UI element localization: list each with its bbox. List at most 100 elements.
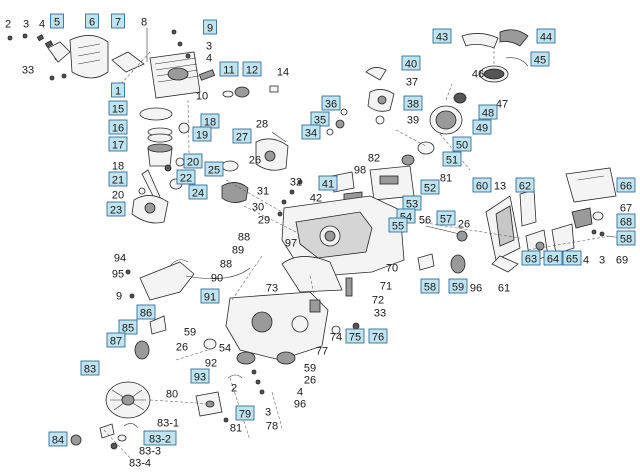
callout-box bbox=[232, 128, 252, 144]
callout-38: 38 bbox=[403, 95, 423, 111]
callout-label: 26 bbox=[249, 155, 261, 167]
callout-label: 63 bbox=[525, 254, 537, 266]
callout-label: 81 bbox=[230, 423, 242, 435]
callout-36: 36 bbox=[321, 95, 341, 111]
callout-label: 50 bbox=[456, 140, 468, 152]
callout-label: 18 bbox=[204, 117, 216, 129]
callout-box bbox=[442, 151, 462, 167]
callout-label: 92 bbox=[205, 358, 217, 370]
callout-label: 83 bbox=[84, 364, 96, 376]
callout-83-3: 83-3 bbox=[139, 446, 161, 458]
callout-label: 95 bbox=[112, 269, 124, 281]
callout-box bbox=[136, 304, 156, 320]
callout-label: 9 bbox=[116, 291, 122, 303]
callout-62: 62 bbox=[515, 177, 535, 193]
callout-68: 68 bbox=[616, 213, 636, 229]
callout-label: 15 bbox=[112, 104, 124, 116]
callout-75: 75 bbox=[345, 328, 365, 344]
callout-label: 20 bbox=[112, 190, 124, 202]
callout-box bbox=[420, 278, 440, 294]
callout-label: 4 bbox=[39, 19, 45, 31]
callout-label: 36 bbox=[325, 99, 337, 111]
callout-82: 82 bbox=[368, 153, 380, 165]
callout-label: 6 bbox=[89, 17, 95, 29]
callout-box bbox=[242, 61, 262, 77]
callout-box bbox=[345, 328, 365, 344]
callout-3: 3 bbox=[206, 41, 212, 53]
callout-label: 54 bbox=[219, 343, 231, 355]
callout-box bbox=[388, 217, 408, 233]
callout-46: 46 bbox=[472, 69, 484, 81]
callout-60: 60 bbox=[472, 177, 492, 193]
callout-label: 93 bbox=[194, 372, 206, 384]
parts-artwork bbox=[7, 28, 625, 461]
callout-label: 37 bbox=[406, 77, 418, 89]
callout-label: 83-1 bbox=[157, 418, 179, 430]
callout-box bbox=[106, 332, 126, 348]
callout-label: 3 bbox=[23, 19, 29, 31]
callout-label: 41 bbox=[322, 179, 334, 191]
callout-label: 71 bbox=[380, 281, 392, 293]
callout-label: 83-2 bbox=[149, 434, 171, 446]
callout-box bbox=[219, 61, 239, 77]
callout-box bbox=[515, 177, 535, 193]
callout-label: 51 bbox=[446, 155, 458, 167]
callout-73: 73 bbox=[266, 283, 278, 295]
callout-label: 4 bbox=[583, 255, 589, 267]
callout-label: 59 bbox=[452, 282, 464, 294]
callout-label: 98 bbox=[354, 165, 366, 177]
callout-70: 70 bbox=[386, 263, 398, 275]
callout-label: 58 bbox=[424, 282, 436, 294]
callout-label: 13 bbox=[494, 181, 506, 193]
callout-label: 68 bbox=[620, 217, 632, 229]
callout-label: 42 bbox=[310, 193, 322, 205]
callout-label: 21 bbox=[112, 175, 124, 187]
callout-box bbox=[616, 213, 636, 229]
callout-box bbox=[432, 28, 452, 44]
callout-50: 50 bbox=[452, 136, 472, 152]
callout-20: 20 bbox=[112, 190, 124, 202]
callout-91: 91 bbox=[200, 288, 220, 304]
callout-58: 58 bbox=[616, 230, 636, 246]
callout-box bbox=[301, 124, 321, 140]
callout-label: 25 bbox=[208, 165, 220, 177]
callout-label: 81 bbox=[440, 173, 452, 185]
callout-44: 44 bbox=[536, 28, 556, 44]
callout-54: 54 bbox=[219, 343, 231, 355]
callout-label: 33 bbox=[374, 308, 386, 320]
callout-box bbox=[616, 177, 636, 193]
callout-label: 17 bbox=[112, 140, 124, 152]
callout-7: 7 bbox=[111, 13, 125, 29]
callout-label: 94 bbox=[114, 253, 126, 265]
callout-72: 72 bbox=[372, 295, 384, 307]
callout-label: 9 bbox=[207, 23, 213, 35]
callout-2: 2 bbox=[5, 19, 11, 31]
callout-label: 46 bbox=[472, 69, 484, 81]
callout-4: 4 bbox=[583, 255, 589, 267]
callout-label: 85 bbox=[122, 323, 134, 335]
callout-label: 4 bbox=[297, 387, 303, 399]
callout-label: 47 bbox=[496, 99, 508, 111]
callout-label: 69 bbox=[616, 255, 628, 267]
callout-box bbox=[192, 126, 212, 142]
callout-label: 3 bbox=[265, 407, 271, 419]
callout-box bbox=[403, 95, 423, 111]
callout-box bbox=[111, 13, 125, 29]
callout-box bbox=[235, 405, 255, 421]
callout-83-2: 83-2 bbox=[143, 430, 177, 446]
callout-box bbox=[543, 250, 563, 266]
callout-label: 32 bbox=[290, 177, 302, 189]
callout-20: 20 bbox=[183, 153, 203, 169]
callout-label: 64 bbox=[547, 254, 559, 266]
callout-9: 9 bbox=[203, 19, 217, 35]
callout-96: 96 bbox=[294, 399, 306, 411]
callout-88: 88 bbox=[238, 232, 250, 244]
callout-label: 65 bbox=[566, 254, 578, 266]
callout-85: 85 bbox=[118, 319, 138, 335]
callout-label: 26 bbox=[458, 219, 470, 231]
callout-label: 87 bbox=[110, 336, 122, 348]
callout-label: 55 bbox=[392, 221, 404, 233]
callout-box bbox=[176, 169, 196, 185]
callout-label: 33 bbox=[22, 65, 34, 77]
callout-label: 80 bbox=[166, 389, 178, 401]
